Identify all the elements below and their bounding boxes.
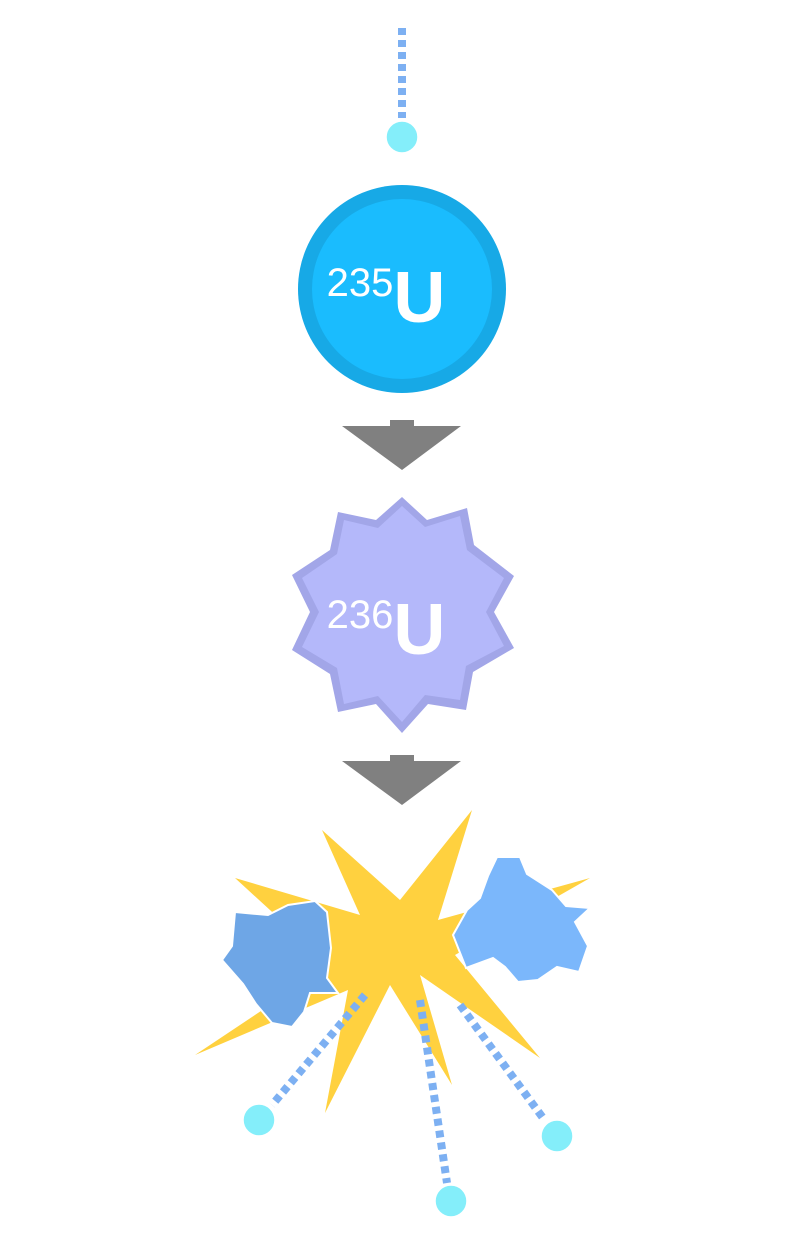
transition-arrow-2 (342, 755, 461, 805)
u235-core (312, 199, 492, 379)
u236-body (302, 506, 504, 722)
neutron-icon (385, 120, 419, 154)
u235-mass-number: 235 (327, 261, 394, 305)
u236-mass-number: 236 (327, 593, 394, 637)
u235-symbol: U (393, 258, 445, 338)
uranium-235-nucleus: 235U (298, 185, 506, 393)
transition-arrow-1 (342, 420, 461, 470)
u236-symbol: U (393, 590, 445, 670)
arrow-down-icon (342, 420, 461, 470)
fission-fragment-right (451, 856, 593, 984)
neutron-icon (540, 1119, 574, 1153)
fission-fragment-left (220, 899, 340, 1029)
burst-icon (195, 810, 590, 1113)
neutron-icon (434, 1184, 468, 1218)
incoming-neutron (385, 28, 419, 154)
u236-label: 236U (327, 590, 446, 670)
arrow-down-icon (342, 755, 461, 805)
outgoing-neutron-trail-center (416, 999, 451, 1184)
uranium-236-nucleus: 236U (292, 497, 514, 733)
neutron-icon (242, 1103, 276, 1137)
outgoing-neutron-trail-left (268, 992, 369, 1108)
fission-event (195, 810, 593, 1218)
u235-label: 235U (327, 258, 446, 338)
